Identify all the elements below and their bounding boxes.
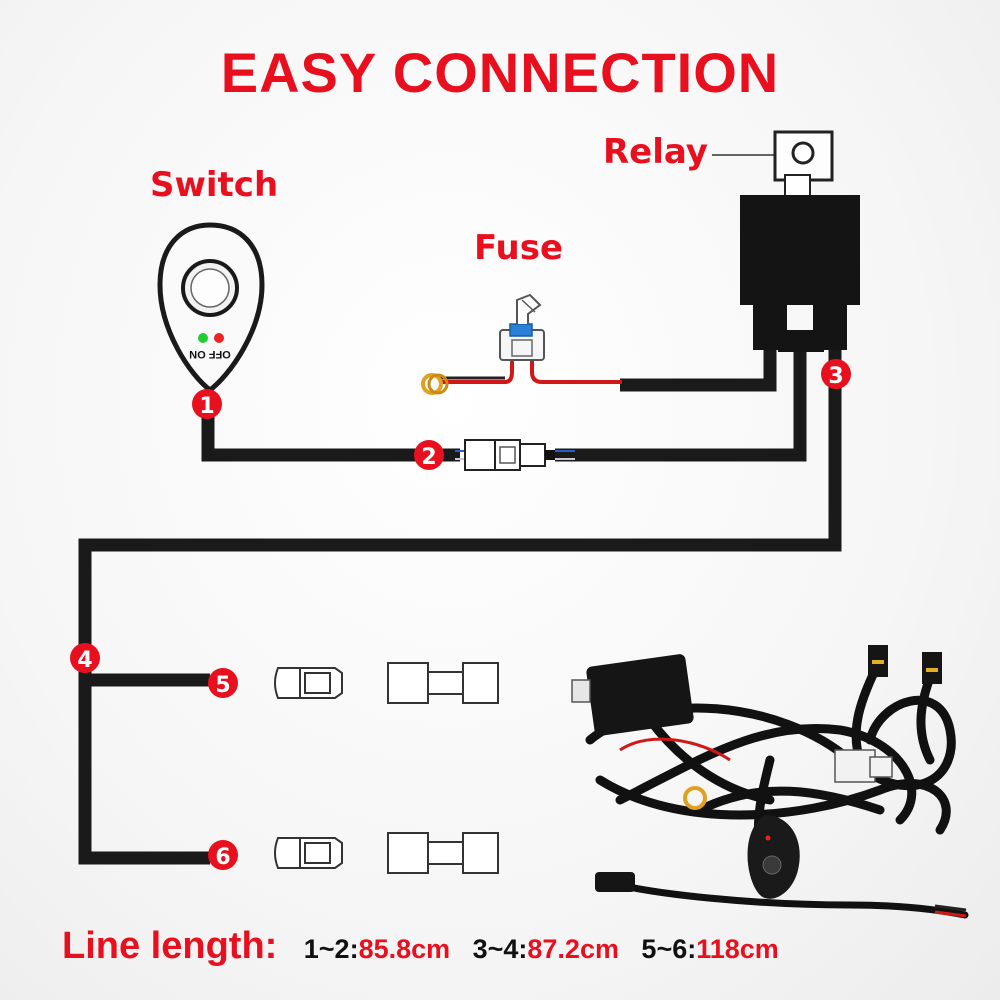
- length-value-1-2: 85.8cm: [358, 934, 451, 964]
- relay-label: Relay: [603, 132, 708, 172]
- svg-text:4: 4: [77, 648, 92, 673]
- fuse-label: Fuse: [474, 228, 564, 268]
- line-length-label: Line length:: [62, 925, 278, 967]
- point-badge-1: 1: [192, 389, 222, 419]
- wire-fuse-to-relay: [620, 335, 777, 392]
- length-key-3-4: 3~4:: [472, 934, 528, 964]
- line-length-footer: Line length: 1~2:85.8cm 3~4:87.2cm 5~6:1…: [62, 925, 797, 968]
- fuse-icon: [499, 293, 545, 361]
- fuse-wiring: [440, 348, 622, 384]
- svg-text:5: 5: [215, 673, 230, 698]
- relay-icon: [740, 130, 860, 352]
- svg-text:3: 3: [828, 364, 843, 389]
- page-title: EASY CONNECTION: [220, 41, 780, 104]
- light-connector-5: [274, 662, 499, 704]
- svg-text:6: 6: [215, 845, 230, 870]
- ring-terminal-icon: [421, 373, 449, 395]
- green-led-icon: [198, 333, 208, 343]
- length-key-5-6: 5~6:: [641, 934, 697, 964]
- point-badge-3: 3: [821, 359, 851, 389]
- connector-plug-icon: [455, 439, 575, 471]
- point-badge-5: 5: [208, 668, 238, 698]
- switch-icon: OFF ON: [157, 222, 265, 394]
- svg-text:2: 2: [421, 445, 436, 470]
- light-connector-6: [274, 832, 499, 874]
- point-badge-6: 6: [208, 840, 238, 870]
- switch-label: Switch: [150, 165, 279, 205]
- red-led-icon: [214, 333, 224, 343]
- length-value-5-6: 118cm: [696, 934, 779, 964]
- switch-off-on-text: OFF ON: [189, 348, 231, 360]
- length-key-1-2: 1~2:: [303, 934, 359, 964]
- wire-relay-to-lights: [78, 335, 842, 865]
- length-value-3-4: 87.2cm: [527, 934, 619, 964]
- point-badge-4: 4: [70, 643, 100, 673]
- point-badge-2: 2: [414, 440, 444, 470]
- svg-text:1: 1: [199, 394, 214, 419]
- harness-photo: [571, 645, 969, 919]
